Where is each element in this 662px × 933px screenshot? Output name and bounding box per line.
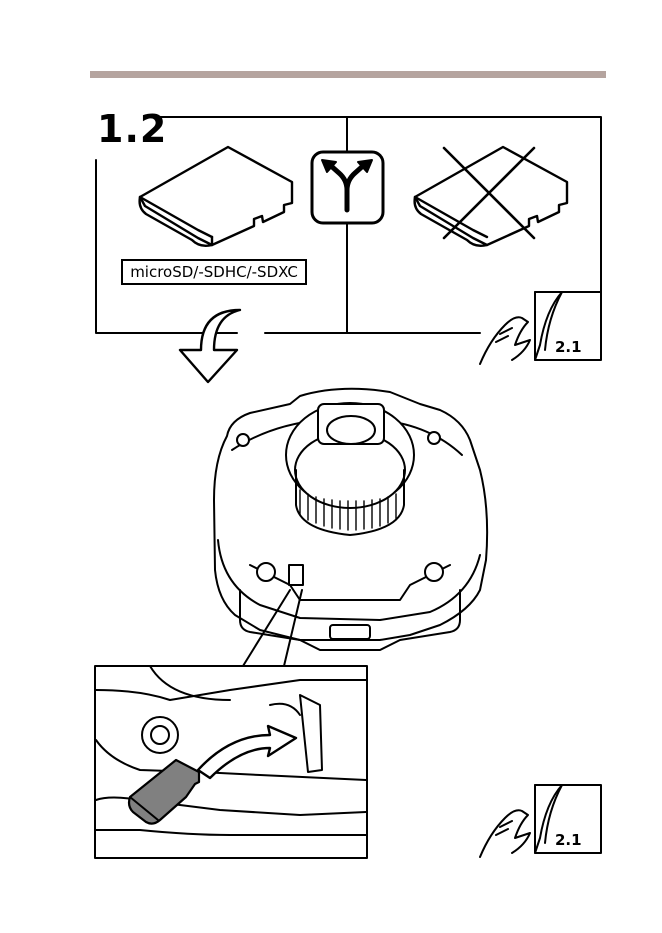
page-flip-icon-bottom (480, 785, 601, 857)
supported-card-label: microSD/-SDHC/-SDXC (121, 259, 307, 285)
step-number: 1.2 (97, 110, 167, 148)
microsd-card-unsupported-icon (415, 147, 567, 246)
reference-step-top[interactable]: 2.1 (555, 340, 582, 355)
down-arrow-icon (180, 310, 240, 382)
detail-view (95, 666, 367, 858)
camera-body-drawing (214, 389, 487, 650)
reference-step-bottom[interactable]: 2.1 (555, 833, 582, 848)
fork-arrows-icon (312, 152, 383, 223)
microsd-card-supported-icon (140, 147, 292, 246)
page-flip-icon (480, 292, 601, 364)
